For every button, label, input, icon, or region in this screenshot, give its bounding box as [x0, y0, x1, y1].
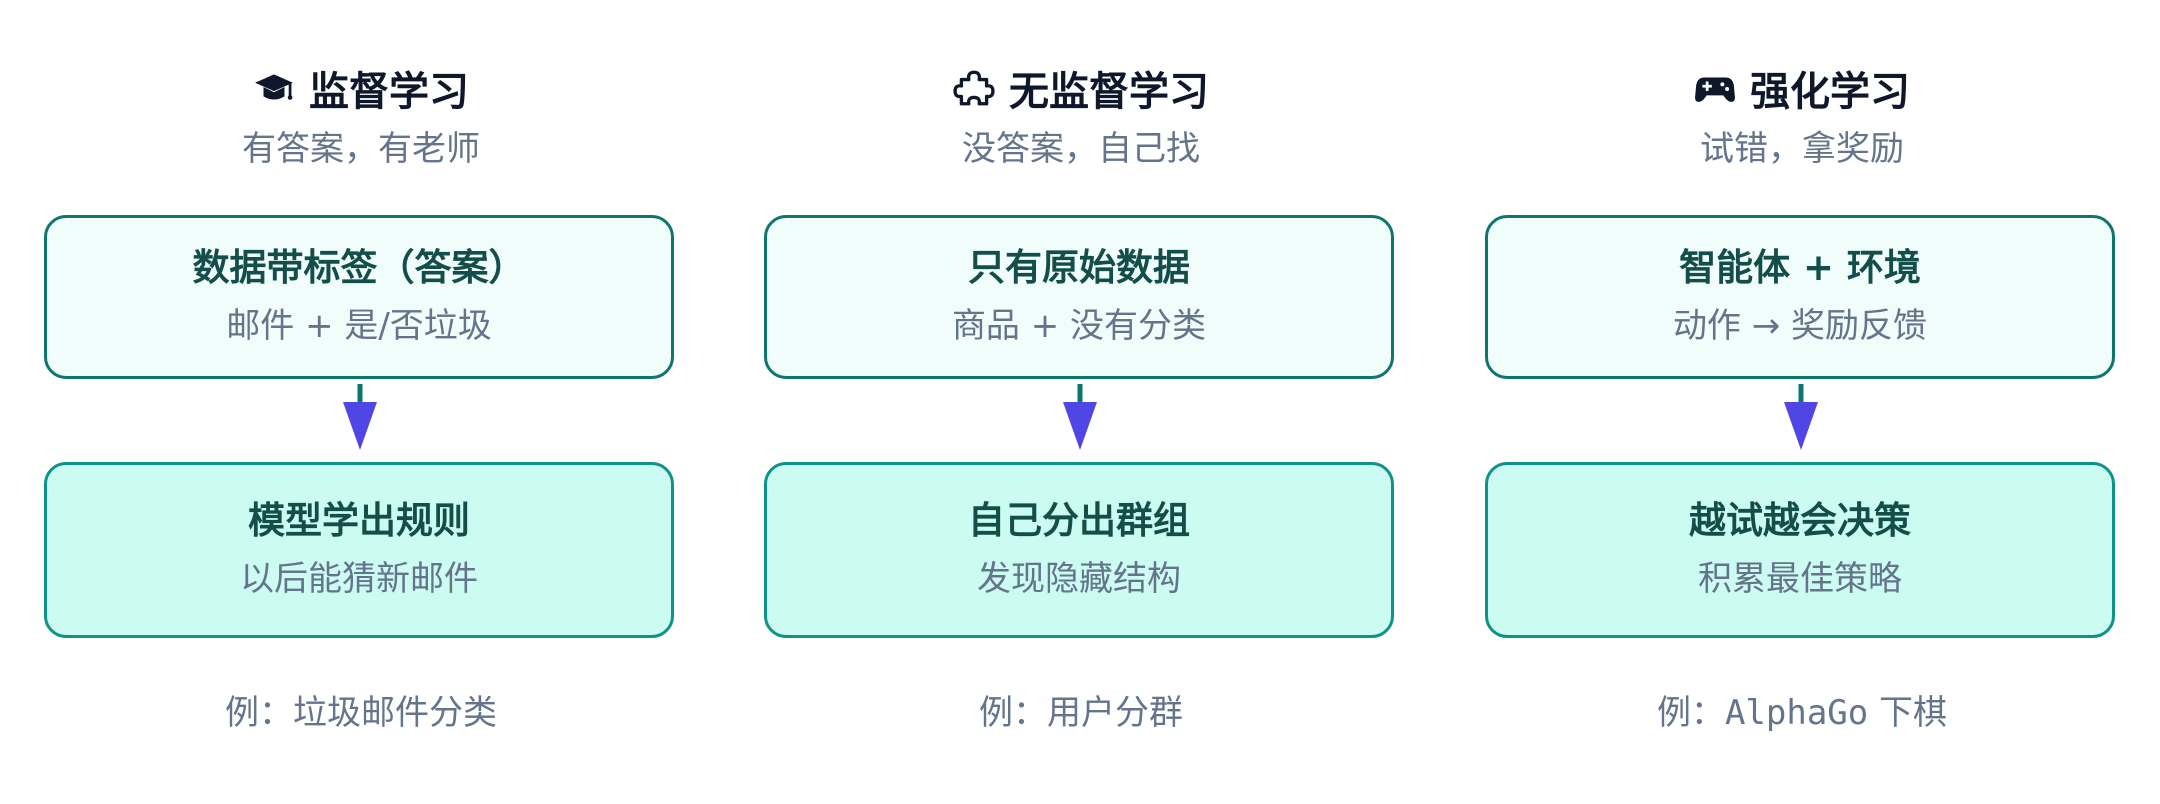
input-box-subtitle: 动作 → 奖励反馈 [1672, 306, 1928, 346]
input-box-title: 数据带标签（答案） [192, 246, 526, 289]
column-title: 监督学习 [309, 69, 469, 115]
column-reinforcement-learning: 强化学习 试错，拿奖励 智能体 + 环境 动作 → 奖励反馈 越试越会决策 积累… [1485, 0, 2119, 804]
puzzle-piece-icon [953, 67, 995, 109]
down-arrow-icon [1766, 384, 1836, 460]
column-header: 监督学习 [44, 56, 678, 120]
input-box-title: 智能体 + 环境 [1679, 246, 1921, 289]
example-text: AlphaGo [1724, 693, 1869, 733]
output-box-title: 越试越会决策 [1689, 499, 1911, 542]
example-suffix: 下棋 [1868, 693, 1948, 733]
column-header: 强化学习 [1485, 56, 2119, 120]
column-unsupervised-learning: 无监督学习 没答案，自己找 只有原始数据 商品 + 没有分类 自己分出群组 发现… [764, 0, 1398, 804]
output-box: 越试越会决策 积累最佳策略 [1485, 462, 2115, 638]
output-box-title: 自己分出群组 [968, 499, 1190, 542]
example-caption: 例：垃圾邮件分类 [44, 688, 678, 738]
down-arrow-icon [1045, 384, 1115, 460]
graduation-cap-icon [253, 67, 295, 109]
input-box: 只有原始数据 商品 + 没有分类 [764, 215, 1394, 379]
column-title: 强化学习 [1750, 69, 1910, 115]
column-supervised-learning: 监督学习 有答案，有老师 数据带标签（答案） 邮件 + 是/否垃圾 模型学出规则… [44, 0, 678, 804]
example-text: 用户分群 [1047, 693, 1183, 733]
down-arrow-icon [325, 384, 395, 460]
output-box-subtitle: 积累最佳策略 [1698, 559, 1902, 599]
column-header: 无监督学习 [764, 56, 1398, 120]
column-subtitle: 试错，拿奖励 [1700, 129, 1904, 169]
example-caption: 例：AlphaGo 下棋 [1485, 688, 2119, 738]
input-box-subtitle: 商品 + 没有分类 [951, 306, 1207, 346]
column-subtitle: 有答案，有老师 [242, 129, 480, 169]
input-box: 智能体 + 环境 动作 → 奖励反馈 [1485, 215, 2115, 379]
input-box-subtitle: 邮件 + 是/否垃圾 [226, 306, 492, 346]
input-box-title: 只有原始数据 [968, 246, 1190, 289]
example-prefix: 例： [1656, 693, 1725, 733]
output-box: 模型学出规则 以后能猜新邮件 [44, 462, 674, 638]
example-caption: 例：用户分群 [764, 688, 1398, 738]
column-subtitle: 没答案，自己找 [962, 129, 1200, 169]
column-title: 无监督学习 [1009, 69, 1209, 115]
output-box-subtitle: 以后能猜新邮件 [240, 559, 478, 599]
output-box-subtitle: 发现隐藏结构 [977, 559, 1181, 599]
gamepad-icon [1694, 67, 1736, 109]
output-box: 自己分出群组 发现隐藏结构 [764, 462, 1394, 638]
example-prefix: 例： [225, 693, 293, 733]
example-text: 垃圾邮件分类 [293, 693, 497, 733]
input-box: 数据带标签（答案） 邮件 + 是/否垃圾 [44, 215, 674, 379]
output-box-title: 模型学出规则 [248, 499, 470, 542]
example-prefix: 例： [979, 693, 1047, 733]
